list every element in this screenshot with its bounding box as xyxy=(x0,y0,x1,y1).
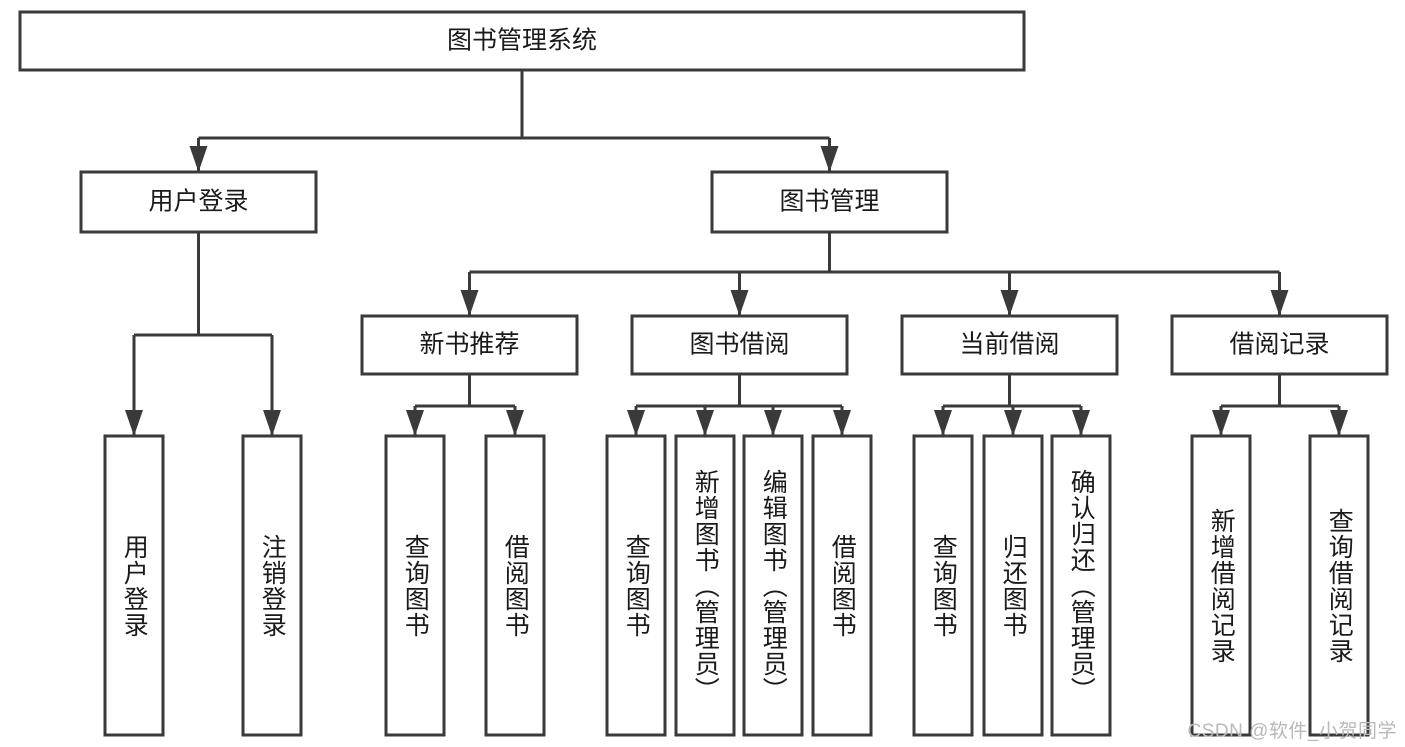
leaf-node-box[interactable] xyxy=(1050,434,1112,737)
watermark-text: CSDN @软件_小贺同学 xyxy=(1187,721,1397,742)
level2-node-box[interactable] xyxy=(79,170,318,234)
boxes-layer xyxy=(18,10,1389,737)
connector-arrow-icon xyxy=(627,410,645,436)
leaf-node-box[interactable] xyxy=(742,434,804,737)
level3-node-box[interactable] xyxy=(900,314,1119,376)
leaf-node-box[interactable] xyxy=(811,434,873,737)
level3-node-label: 当前借阅 xyxy=(959,331,1059,359)
connector-arrow-icon xyxy=(1270,290,1289,316)
level3-node-label: 借阅记录 xyxy=(1229,331,1329,359)
connector-arrow-icon xyxy=(189,146,208,172)
connector-arrow-icon xyxy=(764,410,782,436)
connector-arrow-icon xyxy=(1330,410,1348,436)
level3-node-box[interactable] xyxy=(360,314,579,376)
connector-arrow-icon xyxy=(730,290,749,316)
leaf-node-box[interactable] xyxy=(1308,434,1370,737)
leaf-node-box[interactable] xyxy=(384,434,446,737)
connector-arrow-icon xyxy=(125,410,143,436)
leaf-node-box[interactable] xyxy=(605,434,667,737)
level2-node-box[interactable] xyxy=(710,170,949,234)
level2-node-label: 图书管理 xyxy=(779,188,879,216)
connector-arrow-icon xyxy=(1212,410,1230,436)
level3-node-label: 图书借阅 xyxy=(689,331,789,359)
level3-node-label: 新书推荐 xyxy=(419,331,519,359)
connector-arrow-icon xyxy=(406,410,424,436)
level3-node-box[interactable] xyxy=(630,314,849,376)
connector-arrow-icon xyxy=(820,146,839,172)
leaf-node-box[interactable] xyxy=(674,434,736,737)
leaf-node-box[interactable] xyxy=(982,434,1044,737)
connector-arrow-icon xyxy=(1000,290,1019,316)
root-box[interactable] xyxy=(18,10,1026,72)
leaf-node-box[interactable] xyxy=(484,434,546,737)
level2-node-label: 用户登录 xyxy=(148,188,248,216)
level3-node-box[interactable] xyxy=(1170,314,1389,376)
connector-arrow-icon xyxy=(506,410,524,436)
connector-arrow-icon xyxy=(696,410,714,436)
connector-arrow-icon xyxy=(934,410,952,436)
leaf-node-box[interactable] xyxy=(241,434,303,737)
connector-arrow-icon xyxy=(1072,410,1090,436)
connector-arrow-icon xyxy=(460,290,479,316)
connector-arrow-icon xyxy=(1004,410,1022,436)
connector-arrow-icon xyxy=(263,410,281,436)
leaf-node-box[interactable] xyxy=(1190,434,1252,737)
connectors-layer xyxy=(125,70,1348,436)
connector-arrow-icon xyxy=(833,410,851,436)
leaf-node-box[interactable] xyxy=(912,434,974,737)
root-label: 图书管理系统 xyxy=(447,27,597,55)
leaf-node-box[interactable] xyxy=(103,434,165,737)
